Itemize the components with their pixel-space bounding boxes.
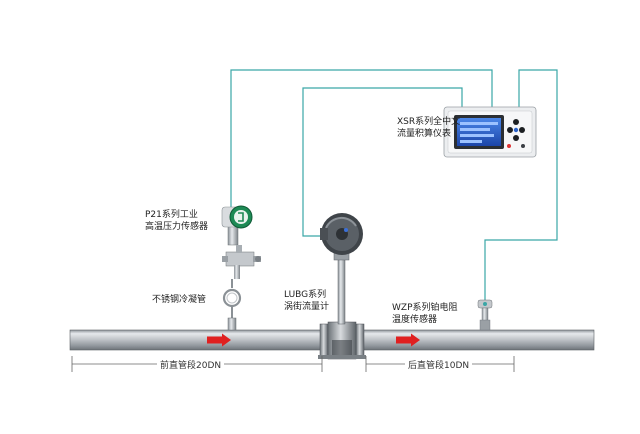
p21-label-line2: 高温压力传感器 xyxy=(145,222,209,232)
lubg-label-line2: 涡街流量计 xyxy=(284,302,330,312)
wzp-label-line2: 温度传感器 xyxy=(392,315,438,325)
flow-arrow-downstream xyxy=(396,333,420,347)
lubg-label: LUBG系列 涡街流量计 xyxy=(284,289,329,313)
xsr-label-line2: 流量积算仪表 xyxy=(397,129,452,139)
wzp-label: WZP系列铂电阻 温度传感器 xyxy=(392,302,458,326)
p21-label-line1: P21系列工业 xyxy=(145,210,198,220)
upstream-dimension-label: 前直管段20DN xyxy=(157,358,225,371)
downstream-dimension-label: 后直管段10DN xyxy=(405,358,473,371)
lubg-label-line1: LUBG系列 xyxy=(284,290,327,300)
wzp-label-line1: WZP系列铂电阻 xyxy=(392,303,458,313)
xsr-label-line1: XSR系列全中文 xyxy=(397,117,461,127)
condenser-label: 不锈钢冷凝管 xyxy=(152,295,207,305)
flow-arrows xyxy=(207,333,420,347)
flow-arrow-upstream xyxy=(207,333,231,347)
p21-signal-wire xyxy=(230,69,493,207)
condenser-coil xyxy=(222,279,242,331)
wzp-temperature-sensor xyxy=(477,299,493,331)
p21-label: P21系列工业 高温压力传感器 xyxy=(145,209,208,233)
xsr-label: XSR系列全中文 流量积算仪表 xyxy=(397,116,460,140)
signal-wires xyxy=(230,69,558,303)
lubg-flowmeter xyxy=(318,213,366,360)
lubg-signal-wire xyxy=(302,87,463,237)
xsr-flow-totalizer xyxy=(443,106,537,158)
p21-pressure-transmitter xyxy=(221,205,261,279)
wzp-signal-wire xyxy=(484,69,558,303)
